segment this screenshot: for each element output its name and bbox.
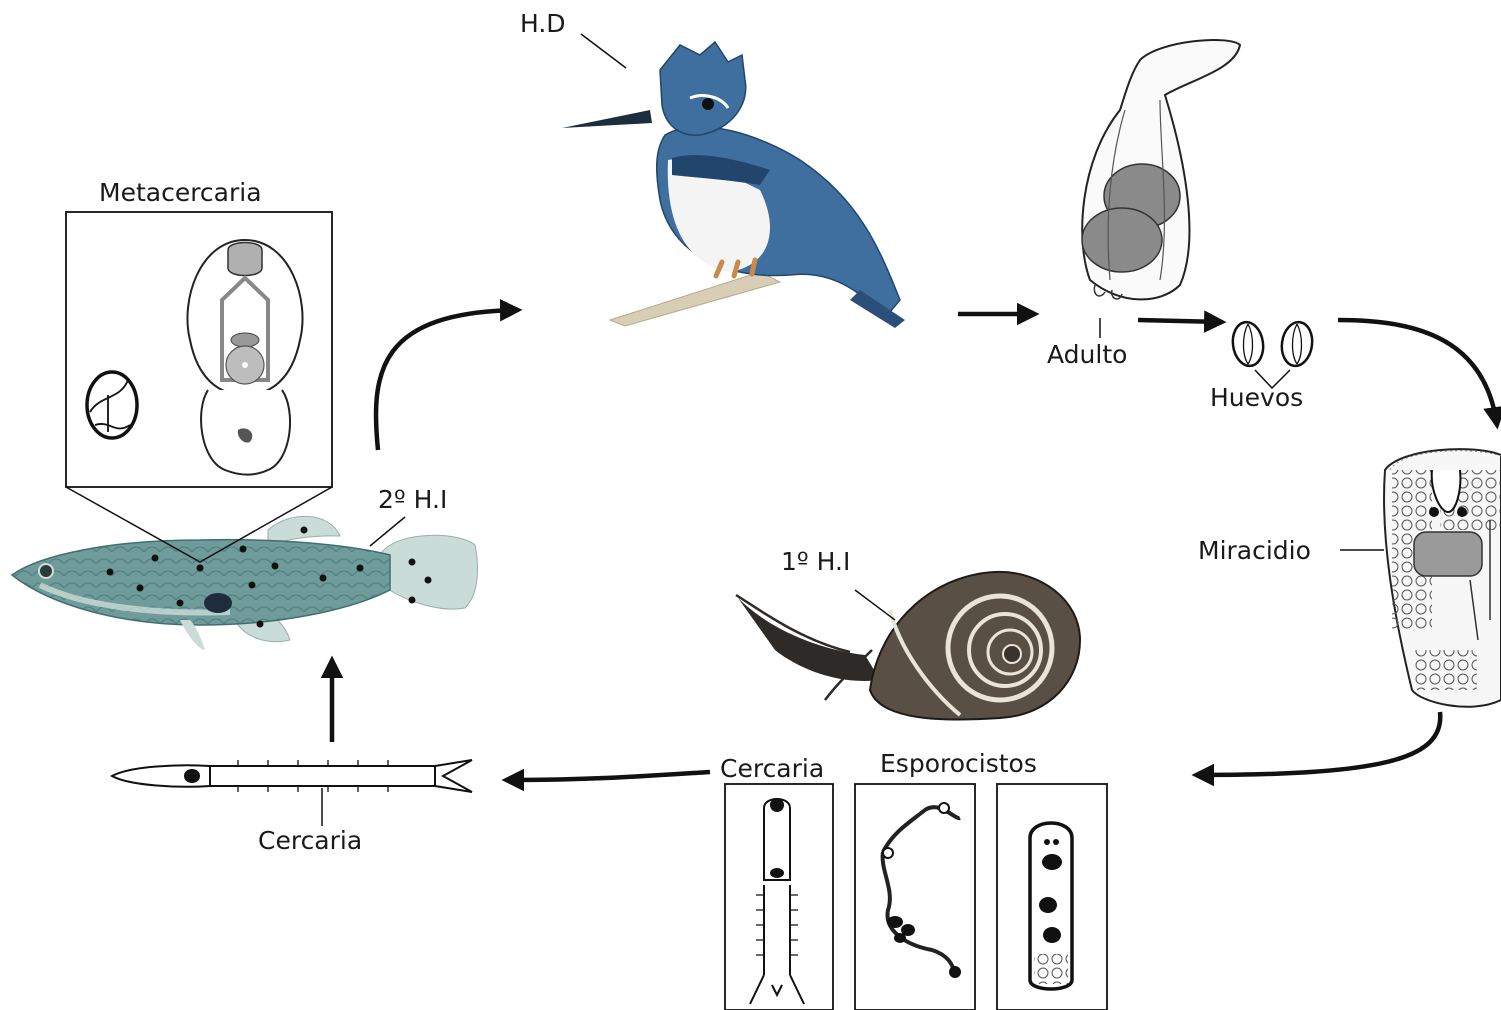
metacercaria-label: Metacercaria [99, 178, 262, 207]
free-cercaria-icon [112, 760, 472, 792]
free-cercaria-label: Cercaria [258, 826, 362, 855]
huevos-label: Huevos [1210, 383, 1303, 412]
adult-worm-icon [1082, 40, 1240, 299]
adulto-label: Adulto [1047, 340, 1127, 369]
arrow-miracidium-to-snail-stages [1196, 712, 1440, 775]
arrow-cercaria-to-free [506, 772, 710, 780]
first-hi-leader-line [855, 590, 895, 620]
kingfisher-icon [562, 42, 905, 328]
hd-leader-line [581, 34, 626, 68]
arrow-adult-to-eggs [1138, 320, 1222, 322]
miracidio-label: Miracidio [1198, 536, 1311, 565]
hd-label: H.D [520, 9, 566, 38]
second-hi-label: 2º H.I [378, 485, 447, 514]
snail-icon [736, 572, 1080, 720]
miracidium-icon [1384, 449, 1501, 707]
sporocyst-elongate-icon [1030, 823, 1072, 989]
metacercaria-worm-icon [187, 240, 302, 475]
first-hi-label: 1º H.I [781, 547, 850, 576]
arrow-eggs-to-miracidium [1338, 320, 1497, 425]
cercaria-panel-label: Cercaria [720, 754, 824, 783]
eggs-icon [1230, 320, 1315, 368]
metacercaria-cyst-icon [87, 372, 137, 438]
arrow-fish-to-bird [376, 310, 518, 450]
esporocistos-label: Esporocistos [880, 749, 1037, 778]
